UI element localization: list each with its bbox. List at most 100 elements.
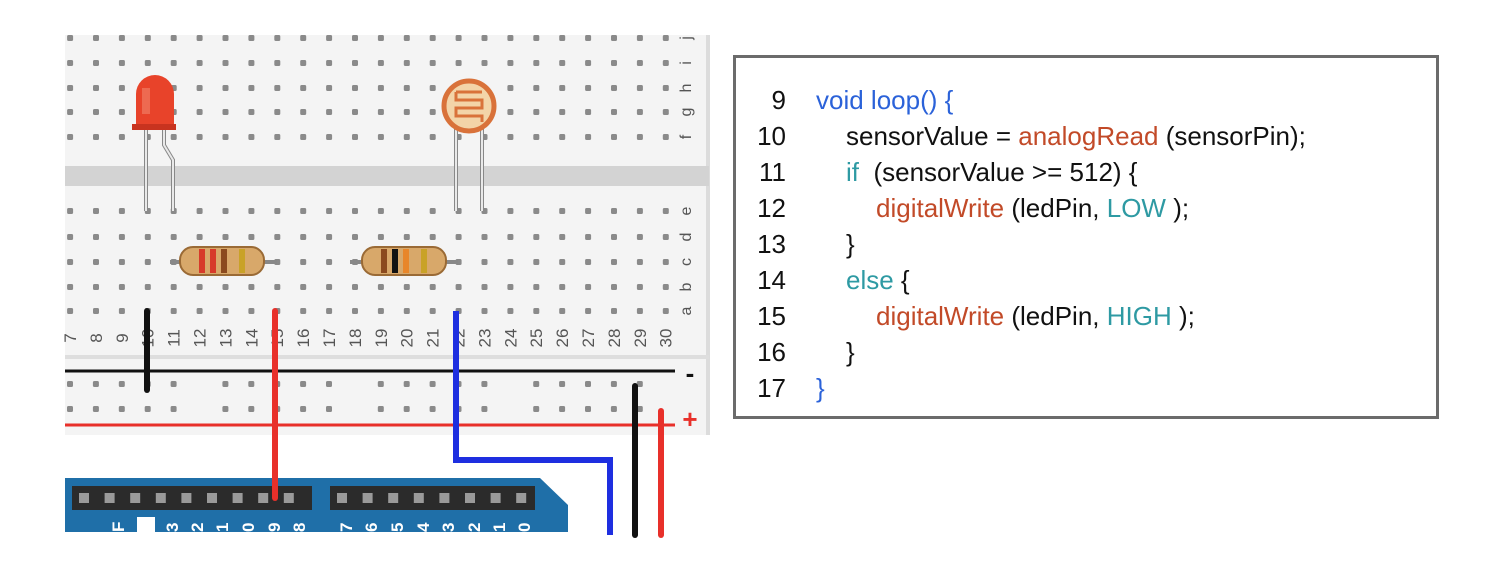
row-letter: f (678, 134, 695, 139)
breadboard-hole (533, 134, 540, 140)
breadboard-hole (144, 234, 151, 240)
code-token: ); (1171, 301, 1195, 331)
breadboard-center-channel (65, 166, 709, 186)
code-text: sensorValue = analogRead (sensorPin); (846, 118, 1306, 154)
breadboard-hole (507, 85, 514, 91)
breadboard-hole (222, 208, 229, 214)
breadboard-hole (274, 60, 281, 66)
column-number: 9 (113, 333, 132, 342)
breadboard-hole (300, 259, 307, 265)
arduino-pin-label: 4 (414, 522, 433, 532)
breadboard-hole (585, 134, 592, 140)
rail-plus-label: + (682, 404, 697, 434)
breadboard-hole (300, 60, 307, 66)
rail-hole (610, 381, 617, 387)
header-pin (181, 493, 192, 503)
breadboard-hole (559, 85, 566, 91)
column-number: 24 (501, 329, 520, 348)
breadboard-hole (507, 60, 514, 66)
breadboard-hole (429, 134, 436, 140)
pin-label-highlight (137, 517, 155, 532)
rail-hole (559, 406, 566, 412)
code-text: } (846, 334, 855, 370)
breadboard-hole (352, 134, 358, 140)
breadboard-hole (118, 308, 125, 314)
breadboard-hole (67, 134, 74, 140)
rail-hole (429, 406, 436, 412)
breadboard-hole (196, 60, 203, 66)
breadboard-hole (67, 60, 74, 66)
column-number: 30 (657, 329, 676, 348)
header-pin (79, 493, 89, 503)
breadboard-hole (662, 60, 669, 66)
breadboard-hole (585, 208, 592, 214)
breadboard-hole (429, 109, 436, 115)
breadboard-hole (403, 85, 410, 91)
breadboard-hole (222, 109, 229, 115)
breadboard-hole (455, 60, 462, 66)
arduino-pin-label: F (109, 522, 128, 532)
rail-hole (481, 381, 488, 387)
breadboard-hole (662, 85, 669, 91)
rail-hole (403, 381, 410, 387)
rail-hole (429, 381, 436, 387)
breadboard-hole (429, 35, 436, 41)
breadboard-hole (377, 85, 384, 91)
breadboard-hole (403, 284, 410, 290)
breadboard-hole (611, 259, 617, 265)
breadboard-hole (585, 109, 592, 115)
breadboard-hole (118, 134, 125, 140)
arduino-header (330, 486, 535, 510)
row-letter: i (678, 61, 695, 65)
header-pin (337, 493, 347, 503)
code-token: digitalWrite (876, 193, 1005, 223)
breadboard-hole (403, 60, 410, 66)
breadboard-hole (533, 208, 540, 214)
breadboard-hole (67, 234, 74, 240)
code-token: } (816, 373, 825, 403)
breadboard-hole (611, 35, 617, 41)
row-letter: j (678, 36, 695, 41)
column-number: 11 (165, 329, 184, 347)
breadboard-hole (274, 284, 281, 290)
rail-hole (559, 381, 566, 387)
breadboard-hole (636, 35, 643, 41)
breadboard-hole (326, 259, 333, 265)
breadboard-hole (222, 85, 229, 91)
rail-hole (118, 406, 125, 412)
breadboard-hole (507, 284, 514, 290)
code-text: else { (846, 262, 910, 298)
breadboard-hole (248, 35, 255, 41)
code-token: (sensorValue >= 512) { (859, 157, 1138, 187)
breadboard-hole (377, 134, 384, 140)
arduino-pin-label: 7 (337, 523, 356, 532)
column-number: 18 (346, 329, 365, 348)
breadboard-hole (533, 284, 540, 290)
column-number: 14 (242, 329, 261, 348)
code-token: (sensorPin); (1158, 121, 1306, 151)
line-number: 9 (771, 85, 786, 115)
breadboard-hole (352, 284, 358, 290)
column-number: 19 (372, 329, 391, 348)
breadboard-hole (377, 60, 384, 66)
header-pin (516, 493, 527, 503)
breadboard-hole (636, 308, 643, 314)
arduino-pin-label: 3 (163, 523, 182, 532)
breadboard-hole (455, 35, 462, 41)
rail-minus-label: - (686, 358, 695, 388)
breadboard-hole (67, 308, 74, 314)
breadboard-hole (585, 35, 592, 41)
breadboard-hole (67, 284, 74, 290)
breadboard-hole (93, 234, 99, 240)
column-number: 27 (579, 329, 598, 348)
column-number: 13 (216, 329, 235, 348)
arduino-header-pins (79, 493, 527, 503)
breadboard-hole (326, 308, 333, 314)
breadboard-hole (559, 234, 566, 240)
code-token: (ledPin, (1004, 193, 1107, 223)
breadboard-hole (144, 35, 151, 41)
breadboard-hole (222, 284, 229, 290)
blue-wire-a0 (453, 311, 613, 535)
code-text: if (sensorValue >= 512) { (846, 154, 1137, 190)
breadboard-hole (93, 85, 99, 91)
